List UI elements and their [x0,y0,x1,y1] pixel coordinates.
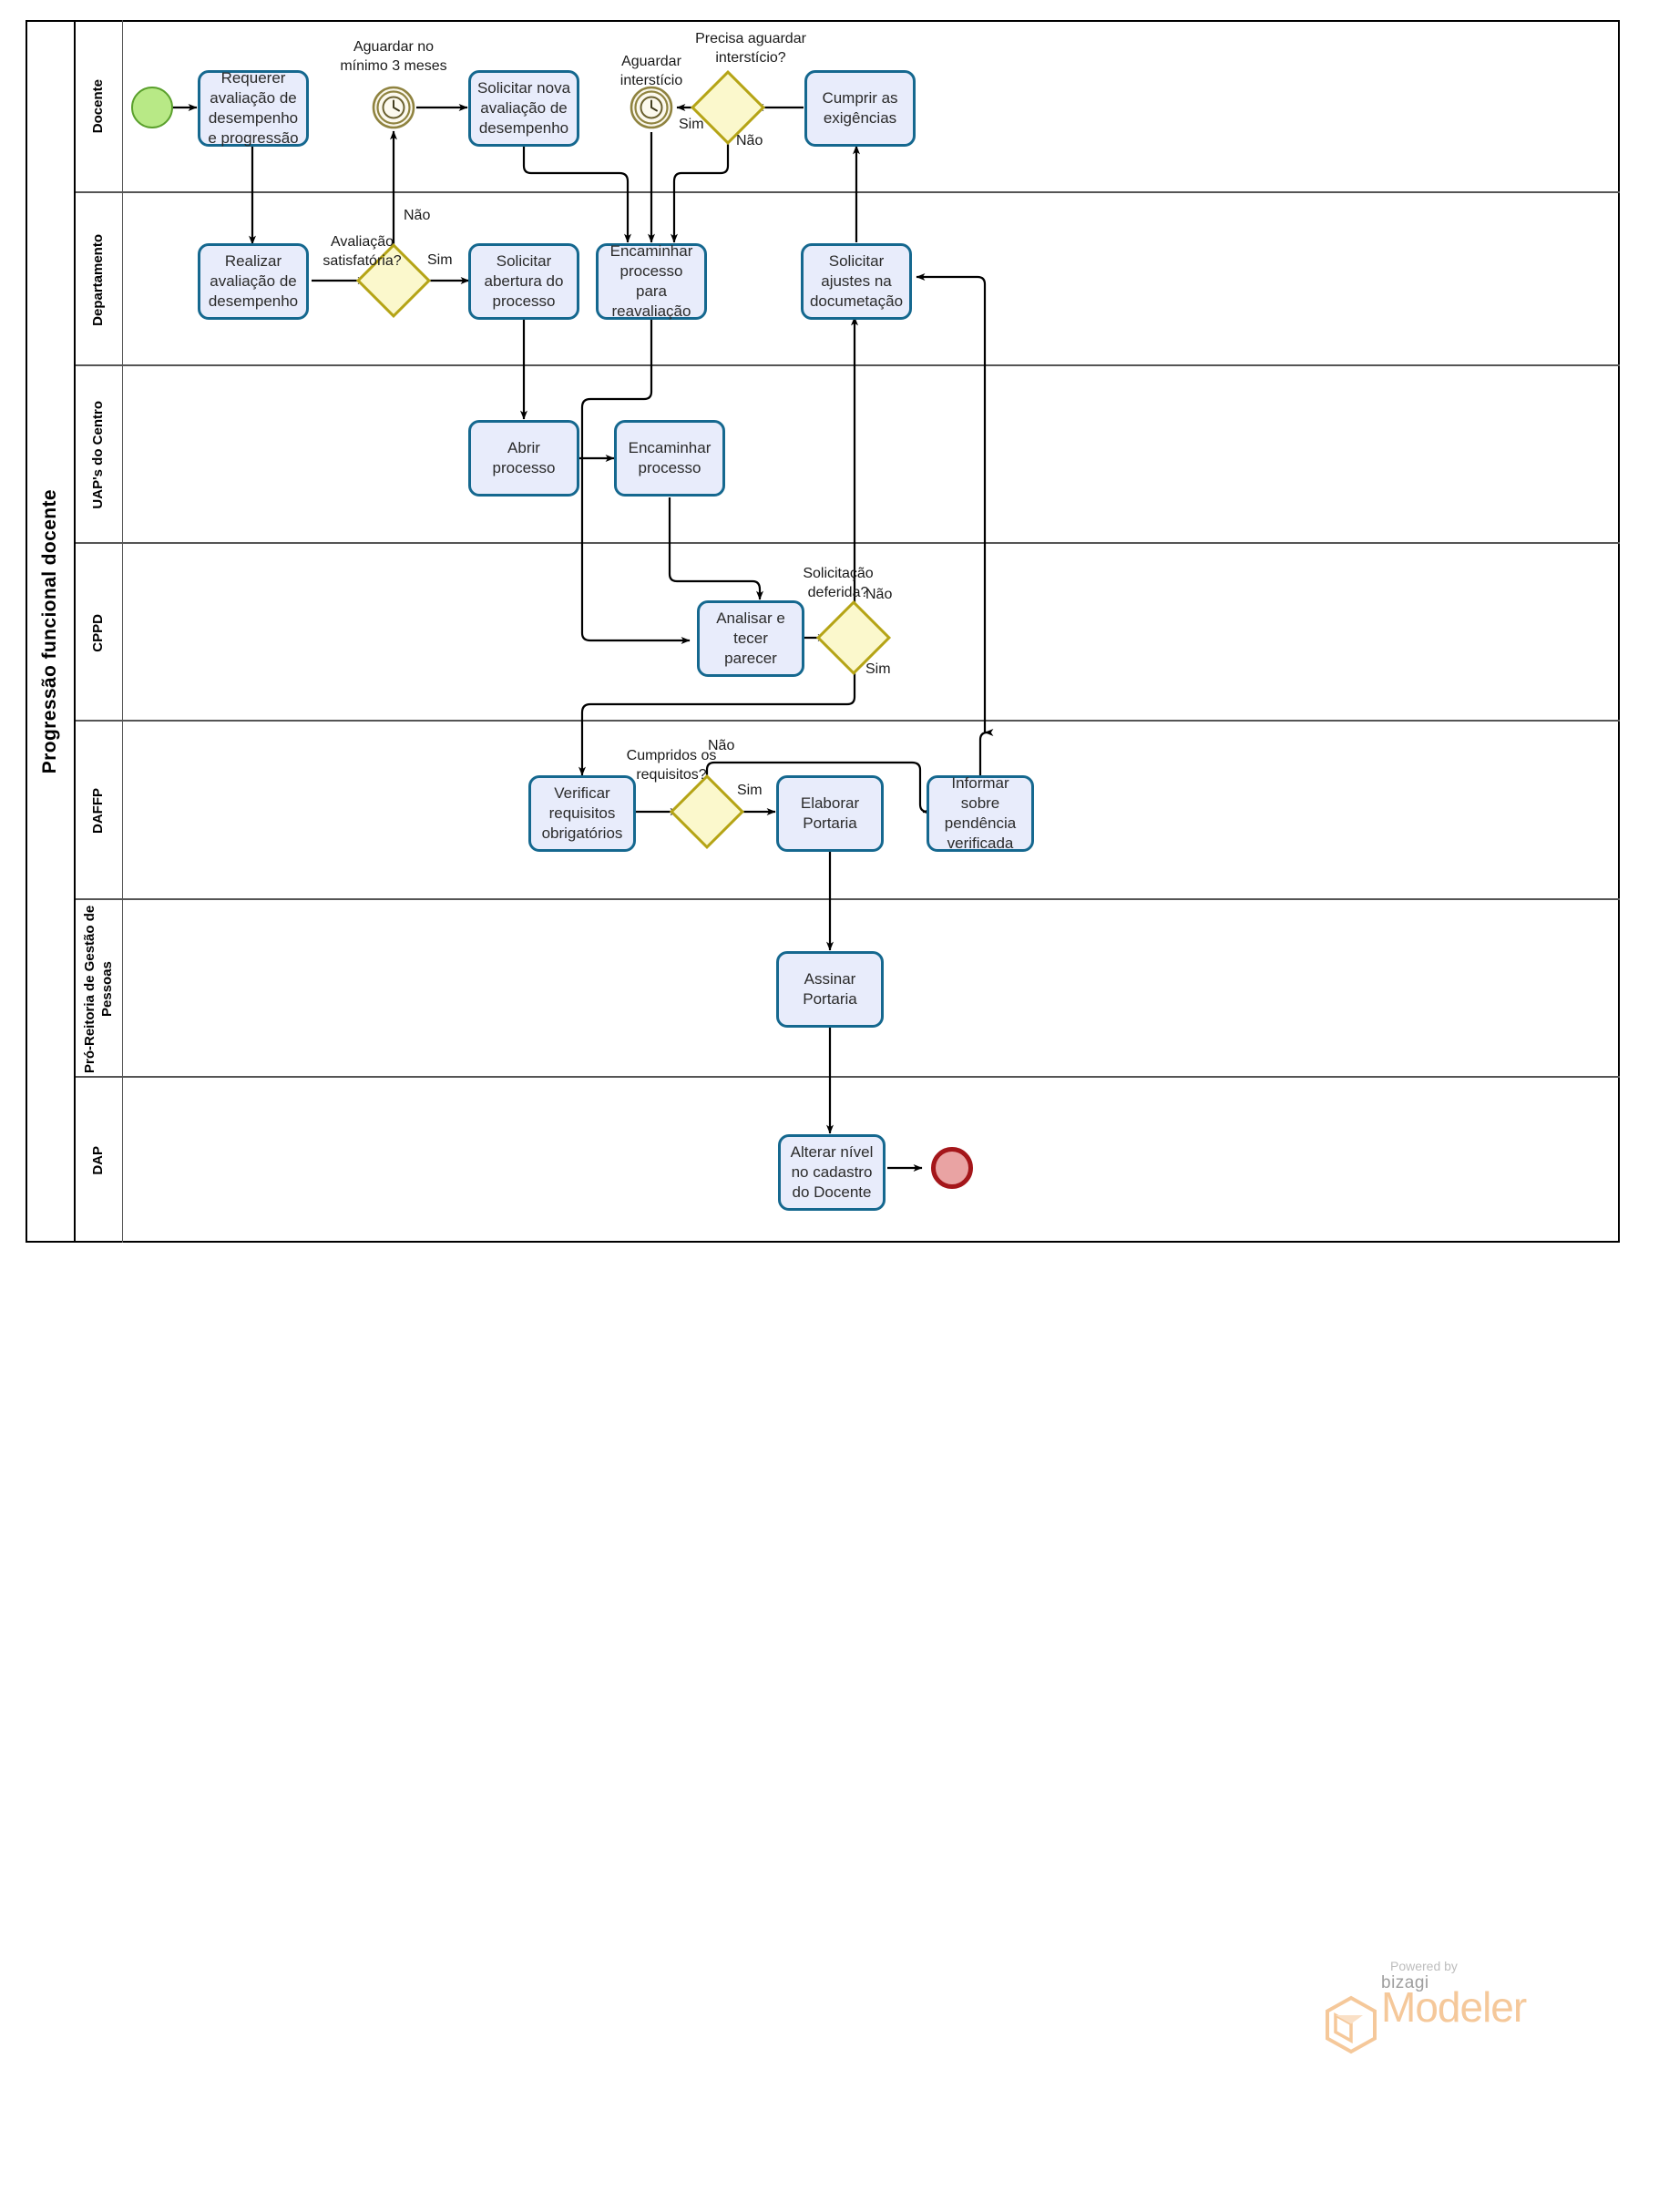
flow-label-sim-intersticio: Sim [679,117,704,132]
task-alterar-nivel[interactable]: Alterar nível no cadastro do Docente [778,1134,886,1211]
task-requerer-avaliacao[interactable]: Requerer avaliação de desempenho e progr… [198,69,309,147]
flow-label-sim-avaliacao: Sim [427,252,453,268]
task-solicitar-abertura[interactable]: Solicitar abertura do processo [468,243,579,320]
bizagi-product-label: Modeler [1381,1983,1527,2031]
bizagi-modeler-credit: Powered by bizagi Modeler [1319,1959,1556,2086]
lane-daffp [76,722,1620,900]
lane-docente [76,20,1620,193]
start-event [131,87,173,128]
task-realizar-avaliacao[interactable]: Realizar avaliação de desempenho [198,243,309,320]
task-encaminhar-processo[interactable]: Encaminhar processo [614,420,725,497]
task-solicitar-nova-avaliacao[interactable]: Solicitar nova avaliação de desempenho [468,70,579,147]
end-event [931,1147,973,1189]
timer-event-aguardar-intersticio [630,86,673,129]
gateway-precisa-aguardar-intersticio-label: Precisa aguardar interstício? [695,31,806,66]
powered-by-label: Powered by [1390,1959,1458,1973]
bizagi-logo-icon [1323,1995,1379,2060]
flow-label-sim-requisitos: Sim [737,783,763,798]
lane-title-departamento: Departamento [76,193,123,366]
flow-label-nao-intersticio: Não [736,133,763,148]
lane-uaps [76,366,1620,544]
pool-frame [26,20,1620,1243]
lane-title-dap: DAP [76,1078,123,1243]
task-solicitar-ajustes[interactable]: Solicitar ajustes na documetação [801,243,912,320]
task-assinar-portaria[interactable]: Assinar Portaria [776,951,884,1028]
lane-cppd [76,544,1620,722]
flow-label-nao-deferida: Não [865,587,893,602]
task-cumprir-exigencias[interactable]: Cumprir as exigências [804,70,916,147]
gateway-avaliacao-satisfatoria-label: Avaliação satisfatória? [323,234,402,269]
lane-title-docente: Docente [76,20,123,193]
lane-departamento [76,193,1620,366]
task-abrir-processo[interactable]: Abrir processo [468,420,579,497]
gateway-solicitacao-deferida-label: Solicitação deferida? [803,566,874,600]
bizagi-brand-label: bizagi [1381,1973,1429,1992]
timer-event-aguardar-3-meses [372,86,415,129]
task-elaborar-portaria[interactable]: Elaborar Portaria [776,775,884,852]
flow-label-nao-requisitos: Não [708,738,735,753]
gateway-cumpridos-requisitos-label: Cumpridos os requisitos? [626,748,717,783]
lane-title-daffp: DAFFP [76,722,123,900]
timer1-label: Aguardar no mínimo 3 meses [340,39,447,74]
pool-title: Progressão funcional docente [26,20,76,1243]
flow-label-sim-deferida: Sim [865,661,891,677]
task-encaminhar-reavaliacao[interactable]: Encaminhar processo para reavaliação [596,242,707,320]
lane-title-uaps: UAP's do Centro [76,366,123,544]
task-informar-pendencia[interactable]: Informar sobre pendência verificada [927,774,1034,852]
flow-label-nao-avaliacao: Não [404,208,431,223]
task-analisar-parecer[interactable]: Analisar e tecer parecer [697,600,804,677]
task-verificar-requisitos[interactable]: Verificar requisitos obrigatórios [528,775,636,852]
lane-title-progep: Pró-Reitoria de Gestão de Pessoas [76,900,123,1078]
lane-progep [76,900,1620,1078]
lane-title-cppd: CPPD [76,544,123,722]
timer2-label: Aguardar interstício [619,54,683,88]
